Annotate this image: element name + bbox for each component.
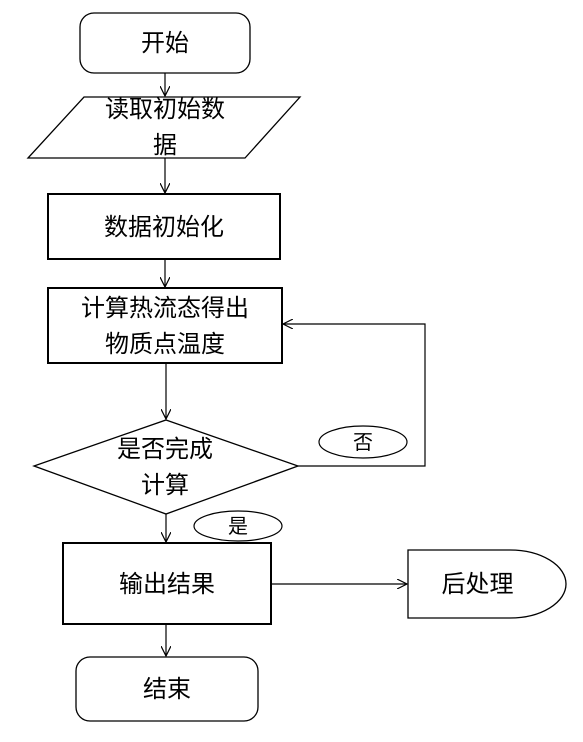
- start-node-label: 开始: [141, 29, 189, 57]
- no-edge-label: 否: [353, 430, 373, 454]
- read-data-node-shape: [26, 96, 302, 159]
- compute-node-label: 计算热流态得出 物质点温度: [81, 293, 249, 358]
- arrow-no-loop: [283, 324, 426, 467]
- no-label-shape: [318, 425, 408, 459]
- post-node-shape: [407, 549, 567, 619]
- post-node-label: 后处理: [441, 570, 514, 598]
- yes-edge-label: 是: [228, 514, 248, 538]
- init-data-node-shape: [47, 193, 281, 260]
- read-data-node-label: 读取初始数 据: [105, 95, 225, 159]
- init-data-node-label: 数据初始化: [104, 212, 224, 241]
- output-node-label: 输出结果: [119, 569, 215, 598]
- yes-label-shape: [193, 510, 283, 542]
- decision-node-label: 是否完成 计算: [117, 435, 213, 499]
- end-node-label: 结束: [143, 675, 191, 703]
